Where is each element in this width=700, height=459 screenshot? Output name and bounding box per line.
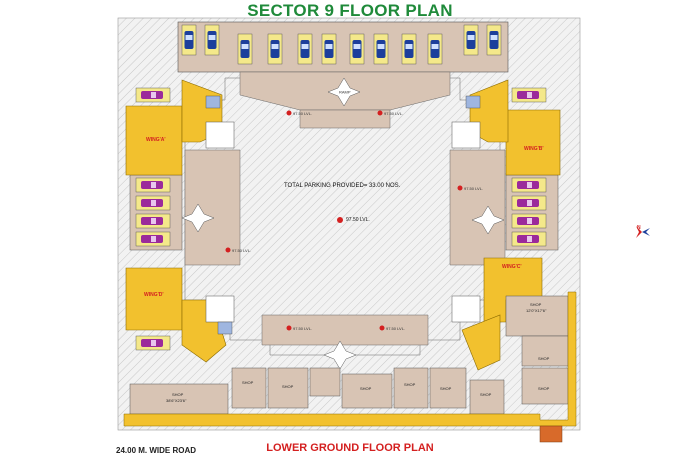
central-floor bbox=[184, 71, 506, 356]
shop-label-7: SHOP bbox=[480, 392, 492, 397]
shop-dim-8: 12'0"X17'6" bbox=[526, 308, 547, 313]
page-title: SECTOR 9 FLOOR PLAN bbox=[247, 1, 453, 20]
shop-dim-1: 38'6"X23'6" bbox=[166, 398, 187, 403]
wing-c bbox=[451, 257, 543, 371]
level-label-6: 97.50 LVL. bbox=[386, 326, 405, 331]
level-label-2: 97.50 LVL. bbox=[384, 111, 403, 116]
wing-b bbox=[451, 79, 561, 176]
shop-label-1: SHOP bbox=[172, 392, 184, 397]
shop-label-3: SHOP bbox=[282, 384, 294, 389]
wing-d-label: WING'D' bbox=[144, 292, 164, 298]
stp-passage bbox=[123, 291, 577, 443]
shop-label-8: SHOP bbox=[530, 302, 542, 307]
shop-label-9: SHOP bbox=[538, 356, 550, 361]
ramp-top: RAMP bbox=[327, 77, 361, 107]
page-subtitle: LOWER GROUND FLOOR PLAN bbox=[266, 442, 434, 454]
road-label: 24.00 M. WIDE ROAD bbox=[116, 446, 197, 455]
level-label-5: 97.50 LVL. bbox=[293, 326, 312, 331]
level-markers bbox=[225, 110, 463, 331]
shop-label-2: SHOP bbox=[242, 380, 254, 385]
svg-text:N: N bbox=[637, 225, 641, 231]
wing-b-label: WING'B' bbox=[524, 146, 544, 152]
svg-text:RAMP: RAMP bbox=[339, 90, 351, 95]
wing-a bbox=[125, 79, 235, 176]
left-parking bbox=[129, 87, 183, 351]
main-level-label: 97.50 LVL. bbox=[346, 217, 370, 223]
ramp-left bbox=[181, 203, 215, 233]
wing-d bbox=[125, 267, 235, 363]
top-parking-row bbox=[177, 21, 509, 73]
shop-label-10: SHOP bbox=[538, 386, 550, 391]
ramp-right bbox=[471, 205, 505, 235]
shop-label-5: SHOP bbox=[404, 382, 416, 387]
level-labels: 97.50 LVL. 97.50 LVL. 97.50 LVL. 97.50 L… bbox=[232, 111, 483, 331]
shops-row bbox=[129, 295, 569, 415]
north-arrow-icon: N bbox=[636, 225, 650, 238]
level-label-3: 97.50 LVL. bbox=[464, 186, 483, 191]
level-label-4: 97.50 LVL. bbox=[232, 248, 251, 253]
wing-a-label: WING'A' bbox=[146, 137, 166, 143]
right-parking bbox=[505, 87, 559, 251]
total-parking-label: TOTAL PARKING PROVIDED= 33.00 NOS. bbox=[284, 183, 401, 189]
shop-label-6: SHOP bbox=[440, 386, 452, 391]
level-label-1: 97.50 LVL. bbox=[293, 111, 312, 116]
shop-label-4: SHOP bbox=[360, 386, 372, 391]
wing-c-label: WING'C' bbox=[502, 264, 522, 270]
